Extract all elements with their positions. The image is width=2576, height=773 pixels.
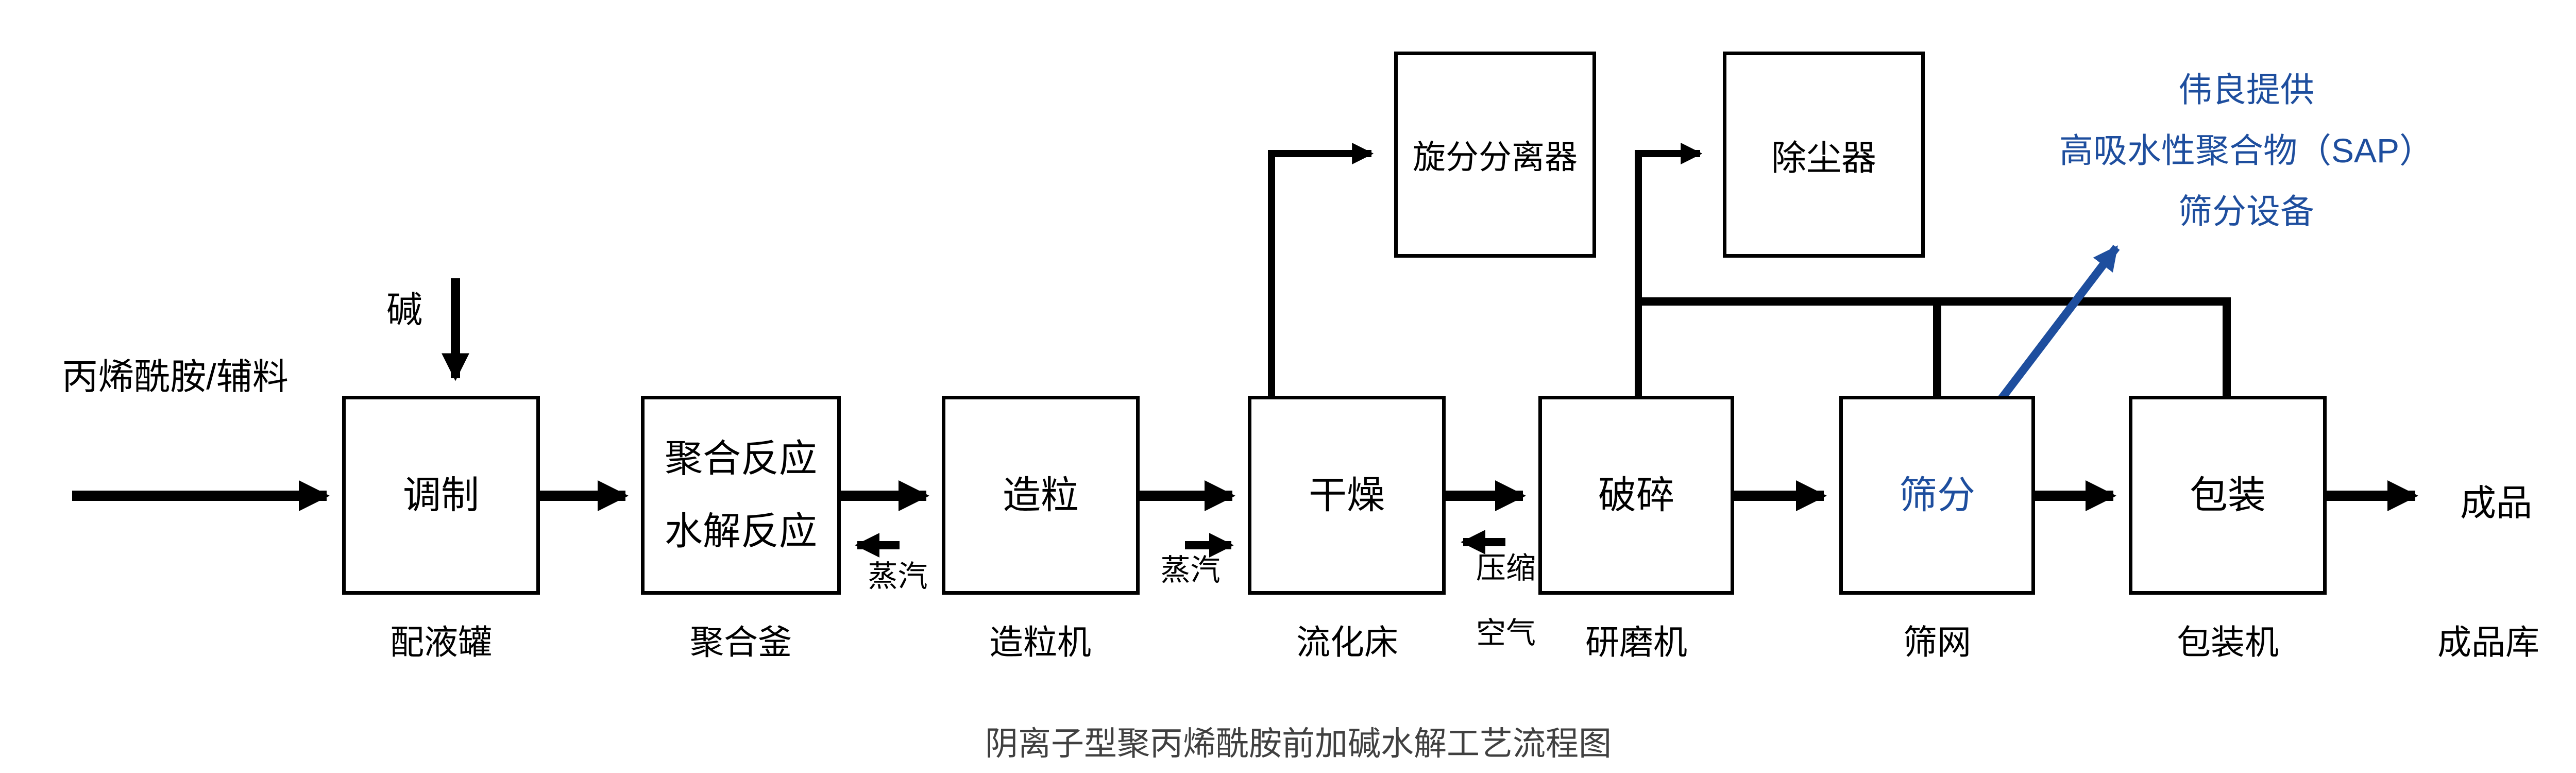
dust-manifold-line [1638, 297, 2231, 398]
equipment-label-peiyeguan: 配液罐 [390, 623, 492, 661]
product-label: 成品 [2460, 482, 2532, 523]
sap-annotation-line3: 筛分设备 [2178, 192, 2314, 230]
box-ganzao-label: 干燥 [1309, 473, 1385, 516]
box-baozhuang: 包装 [2129, 396, 2327, 595]
equipment-label-zaoliji: 造粒机 [989, 623, 1091, 661]
box-dust-collector-label: 除尘器 [1771, 138, 1876, 178]
sap-annotation: 伟良提供 高吸水性聚合物（SAP） 筛分设备 [1999, 59, 2494, 242]
equipment-label-baozhuangji: 包装机 [2177, 623, 2279, 661]
box-baozhuang-label: 包装 [2190, 473, 2266, 516]
box-juhe-label-line1: 聚合反应 [665, 437, 817, 480]
equipment-label-chengpinku: 成品库 [2437, 623, 2539, 661]
sap-annotation-line1: 伟良提供 [2178, 71, 2314, 109]
steam-label-liuhuachuang: 蒸汽 [1160, 553, 1221, 587]
equipment-label-liuhuachuang: 流化床 [1296, 623, 1398, 661]
equipment-label-yanmoji: 研磨机 [1585, 623, 1687, 661]
compressed-air-label-line1: 压缩 [1476, 551, 1536, 585]
box-tiaozhi-label: 调制 [403, 473, 479, 516]
diagram-title: 阴离子型聚丙烯酰胺前加碱水解工艺流程图 [985, 725, 1612, 762]
box-zaoli-label: 造粒 [1003, 473, 1079, 516]
box-zaoli: 造粒 [942, 396, 1140, 595]
sap-annotation-line2: 高吸水性聚合物（SAP） [2059, 131, 2434, 170]
box-shaifen: 筛分 [1839, 396, 2035, 595]
box-juhe-shuijie: 聚合反应 水解反应 [641, 396, 841, 595]
alkali-label: 碱 [386, 289, 422, 330]
box-ganzao: 干燥 [1248, 396, 1446, 595]
feed-label: 丙烯酰胺/辅料 [62, 356, 289, 397]
equipment-label-juhefu: 聚合釜 [690, 623, 792, 661]
cyclone-separator-connector [1268, 143, 1374, 397]
compressed-air-label-line2: 空气 [1476, 616, 1536, 650]
box-dust-collector: 除尘器 [1723, 52, 1925, 258]
box-tiaozhi: 调制 [342, 396, 540, 595]
box-posui: 破碎 [1538, 396, 1734, 595]
box-shaifen-label: 筛分 [1899, 473, 1975, 516]
box-posui-label: 破碎 [1598, 473, 1674, 516]
box-cyclone-separator-label: 旋分分离器 [1413, 139, 1578, 176]
box-juhe-label-line2: 水解反应 [665, 510, 817, 552]
box-cyclone-separator: 旋分分离器 [1394, 52, 1596, 258]
steam-label-juhefu: 蒸汽 [868, 560, 928, 593]
equipment-label-shaiwang: 筛网 [1903, 623, 1971, 661]
dust-collector-connector [1635, 143, 1703, 397]
